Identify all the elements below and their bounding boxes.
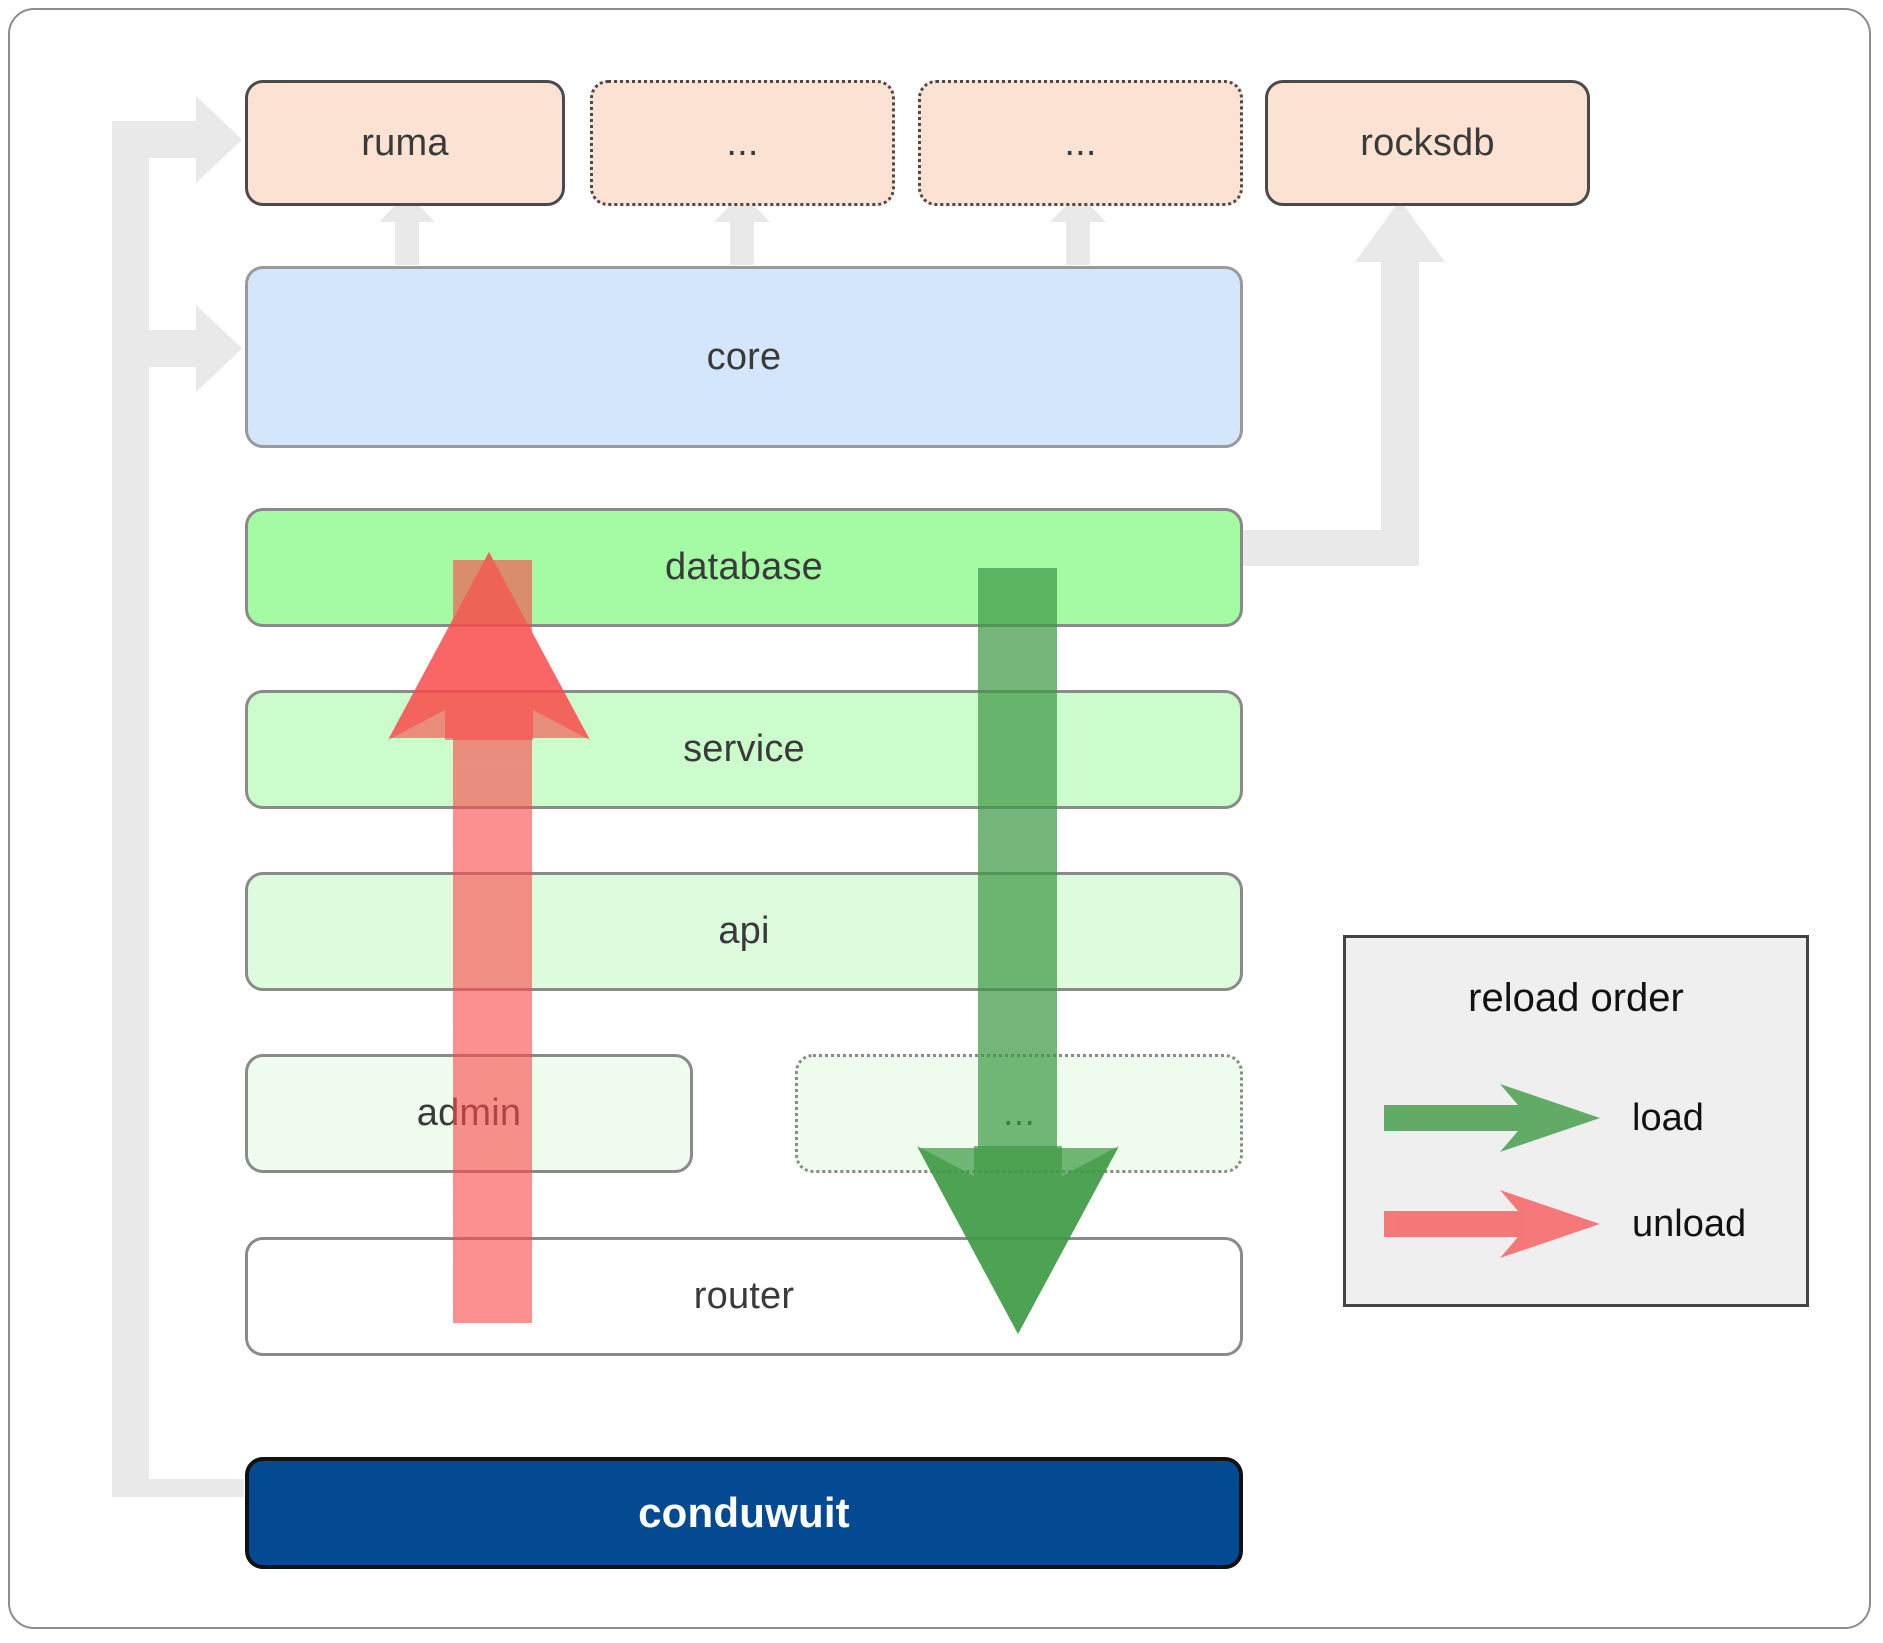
layer-box-database[interactable]: database: [245, 508, 1243, 627]
layer-box-core[interactable]: core: [245, 266, 1243, 448]
dep-box-rocksdb[interactable]: rocksdb: [1265, 80, 1590, 206]
legend-unload-arrow-icon: [1384, 1190, 1600, 1258]
layer-box-ellipsis-label: ...: [1002, 1092, 1036, 1134]
dep-box-ellipsis-1-label: ...: [726, 121, 759, 164]
layer-box-router-label: router: [693, 1275, 795, 1317]
layer-box-api-label: api: [718, 910, 770, 952]
dep-box-ellipsis-2[interactable]: ...: [918, 80, 1243, 206]
dep-box-ruma-label: ruma: [361, 121, 449, 164]
layer-box-api[interactable]: api: [245, 872, 1243, 991]
dep-box-ruma[interactable]: ruma: [245, 80, 565, 206]
root-box-conduwuit-label: conduwuit: [638, 1489, 850, 1536]
dep-box-ellipsis-2-label: ...: [1064, 121, 1097, 164]
layer-box-ellipsis[interactable]: ...: [795, 1054, 1243, 1173]
diagram-frame: [8, 8, 1871, 1629]
layer-box-admin[interactable]: admin: [245, 1054, 693, 1173]
legend-load-label: load: [1632, 1096, 1704, 1139]
layer-box-database-label: database: [665, 546, 823, 588]
layer-box-core-label: core: [706, 335, 782, 378]
layer-box-service[interactable]: service: [245, 690, 1243, 809]
dep-box-ellipsis-1[interactable]: ...: [590, 80, 895, 206]
layer-box-service-label: service: [683, 728, 805, 770]
legend-unload-label: unload: [1632, 1202, 1747, 1245]
legend-panel: reload order load unload: [1343, 935, 1809, 1307]
root-box-conduwuit[interactable]: conduwuit: [245, 1457, 1243, 1569]
legend-row-load: load: [1384, 1078, 1784, 1158]
legend-load-arrow-icon: [1384, 1084, 1600, 1152]
layer-box-router[interactable]: router: [245, 1237, 1243, 1356]
layer-box-admin-label: admin: [416, 1092, 522, 1134]
legend-row-unload: unload: [1384, 1184, 1784, 1264]
legend-title: reload order: [1468, 976, 1684, 1020]
dep-box-rocksdb-label: rocksdb: [1360, 121, 1495, 164]
